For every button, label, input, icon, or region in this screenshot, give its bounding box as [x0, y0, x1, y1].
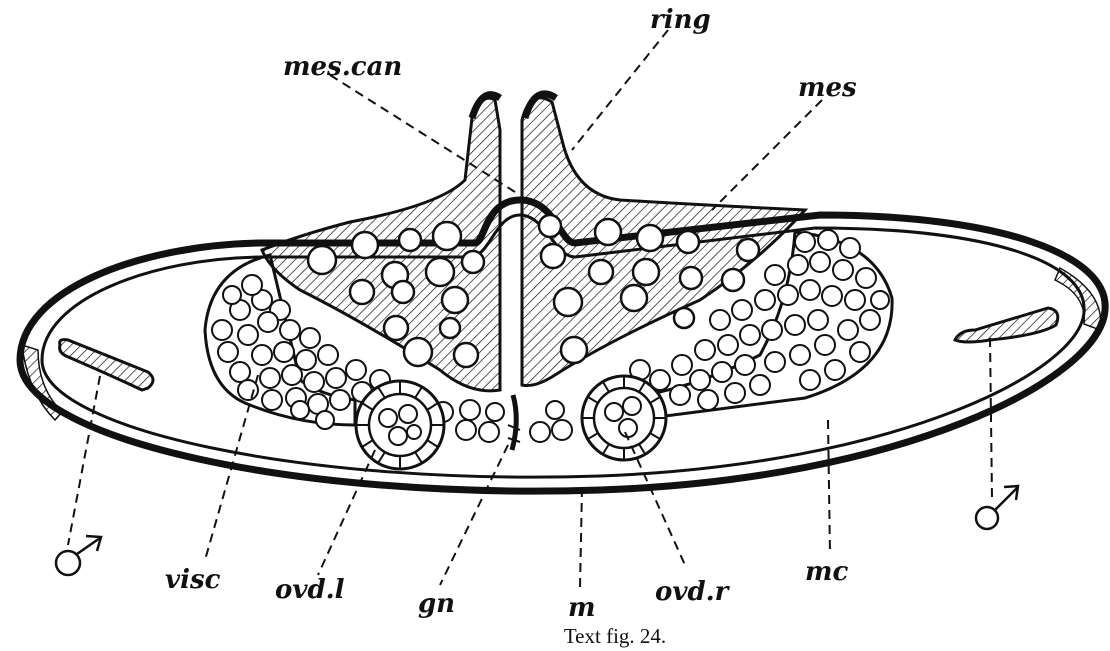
lateral-canal-right — [955, 308, 1058, 342]
label-mes-can: mes.can — [283, 52, 402, 82]
lateral-canal-left — [60, 340, 153, 390]
label-ovd-r: ovd.r — [655, 577, 731, 607]
oviduct-right — [582, 376, 666, 460]
figure-caption: Text fig. 24. — [564, 624, 666, 648]
label-gn: gn — [418, 589, 455, 619]
label-mc: mc — [805, 557, 849, 587]
label-visc: visc — [165, 565, 221, 595]
oviduct-left — [356, 381, 444, 469]
male-symbol-left — [56, 536, 101, 575]
label-ovd-l: ovd.l — [275, 575, 345, 605]
label-mes: mes — [798, 73, 857, 103]
ganglion-nerve — [508, 395, 520, 450]
label-ring: ring — [650, 5, 711, 35]
male-symbol-right — [976, 486, 1018, 529]
label-m: m — [568, 593, 596, 623]
